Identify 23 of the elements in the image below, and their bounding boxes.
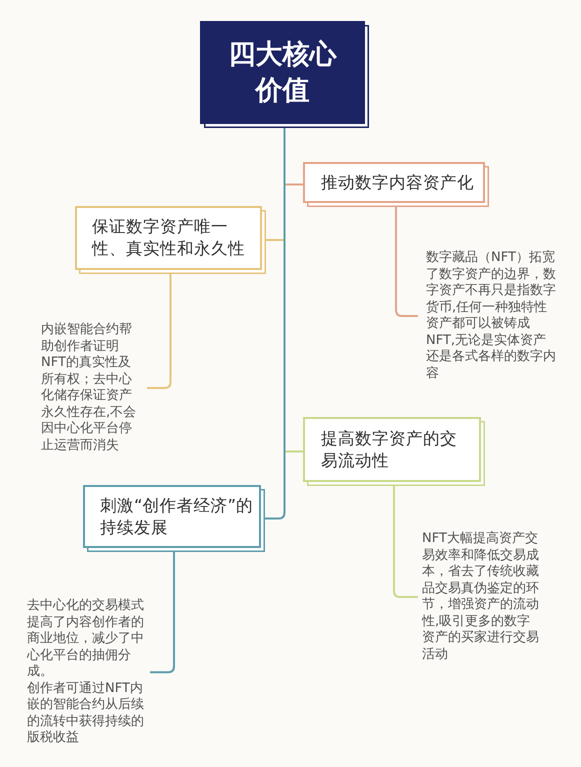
description-text: 创作者可通过NFT内嵌的智能合约从后续的流转中获得持续的版税收益	[27, 680, 145, 746]
title-text: 四大核心价值	[228, 38, 338, 108]
topic-box	[303, 417, 485, 486]
description-text: 去中心化的交易模式提高了内容创作者的商业地位，减少了中心化平台的抽佣分成。	[27, 598, 145, 680]
leader-line	[395, 207, 418, 317]
connector-line	[284, 184, 303, 186]
leader-line	[147, 274, 172, 389]
topic-heading: 推动数字内容资产化	[321, 172, 475, 194]
topic-box	[303, 162, 489, 207]
topic-heading: 保证数字资产唯一性、真实性和永久性	[92, 216, 246, 260]
topic-box	[83, 485, 265, 552]
connector-line	[284, 450, 303, 452]
topic-box	[75, 206, 266, 274]
description-text: 内嵌智能合约帮助创作者证明NFT的真实性及所有权；去中心化储存保证资产永久性存在,不会因中心化平台停止运营而消失	[41, 322, 138, 454]
topic-heading: 刺激“创作者经济”的持续发展	[100, 494, 254, 538]
connector-line	[265, 128, 286, 520]
description-text: 数字藏品（NFT）拓宽了数字资产的边界，数字资产不再只是指数字货币,任何一种独特性资产都可以被铸成NFT,无论是实体资产还是各式各样的数字内容	[426, 250, 557, 382]
connector-line	[266, 239, 284, 241]
title-box	[200, 21, 369, 128]
topic-heading: 提高数字资产的交易流动性	[321, 428, 458, 472]
leader-line	[393, 486, 418, 598]
description-text: NFT大幅提高资产交易效率和降低交易成本，省去了传统收藏品交易真伪鉴定的环节，增强资产的流动性,吸引更多的数字资产的买家进行交易活动	[422, 531, 540, 663]
leader-line	[150, 552, 175, 674]
